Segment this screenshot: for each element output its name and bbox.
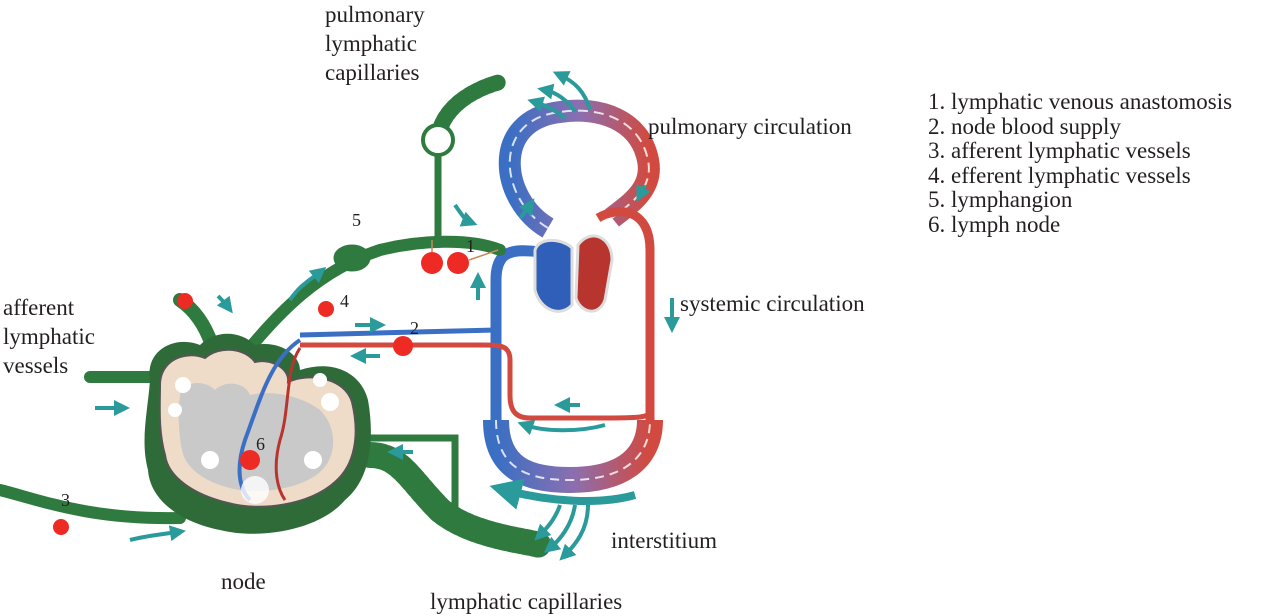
label-lymphatic-capillaries: lymphatic capillaries xyxy=(430,589,623,614)
flow-arrow xyxy=(517,420,606,436)
marker-dot-3 xyxy=(53,519,69,535)
flow-arrow xyxy=(453,203,478,227)
label-line: vessels xyxy=(3,353,69,378)
marker-number-2: 2 xyxy=(410,318,419,338)
label-line: afferent xyxy=(3,295,75,320)
lymph-node xyxy=(144,333,371,534)
marker-dot-1b xyxy=(447,252,469,274)
marker-dot-2 xyxy=(393,336,413,356)
legend-item: 5. lymphangion xyxy=(928,187,1073,212)
label-line: pulmonary xyxy=(325,2,425,27)
legend-item: 3. afferent lymphatic vessels xyxy=(928,138,1191,163)
flow-arrow xyxy=(129,525,186,542)
systemic-vessels xyxy=(299,207,663,494)
heart xyxy=(533,234,614,313)
flow-arrow xyxy=(534,504,562,541)
label-line: lymphatic xyxy=(325,31,417,56)
legend-item: 1. lymphatic venous anastomosis xyxy=(928,89,1233,114)
label-node: node xyxy=(221,569,266,594)
flow-arrow xyxy=(288,267,327,302)
flow-arrow xyxy=(552,71,592,111)
marker-number-4: 4 xyxy=(340,291,349,311)
marker-dot-6 xyxy=(240,450,260,470)
marker-number-1: 1 xyxy=(466,236,475,256)
legend-item: 2. node blood supply xyxy=(928,113,1121,139)
marker-dot-afferent xyxy=(177,293,193,309)
marker-dot-1a xyxy=(421,252,443,274)
legend-item: 6. lymph node xyxy=(928,211,1061,237)
label-systemic-circulation: systemic circulation xyxy=(680,291,865,316)
flow-arrow xyxy=(527,96,567,120)
markers xyxy=(53,240,499,535)
flow-arrow xyxy=(518,198,535,220)
label-line: lymphatic xyxy=(3,324,95,349)
marker-number-6: 6 xyxy=(256,434,265,454)
label-afferent-lymphatic-vessels: afferent lymphatic vessels xyxy=(3,293,95,380)
flow-arrow xyxy=(537,83,577,114)
flow-arrow xyxy=(636,184,651,203)
label-line: capillaries xyxy=(325,60,420,85)
flow-arrow xyxy=(559,504,590,561)
flow-arrows xyxy=(95,71,680,561)
marker-number-5: 5 xyxy=(352,210,361,230)
legend: 1. lymphatic venous anastomosis 2. node … xyxy=(928,89,1233,237)
flow-arrow xyxy=(543,504,577,553)
label-interstitium: interstitium xyxy=(611,528,718,553)
marker-dot-4 xyxy=(318,301,334,317)
label-pulmonary-lymphatic-capillaries: pulmonary lymphatic capillaries xyxy=(325,0,425,87)
legend-item: 4. efferent lymphatic vessels xyxy=(928,162,1191,188)
marker-number-3: 3 xyxy=(61,490,70,510)
flow-arrow xyxy=(216,294,233,314)
flow-arrow xyxy=(489,478,637,510)
label-pulmonary-circulation: pulmonary circulation xyxy=(648,114,852,139)
